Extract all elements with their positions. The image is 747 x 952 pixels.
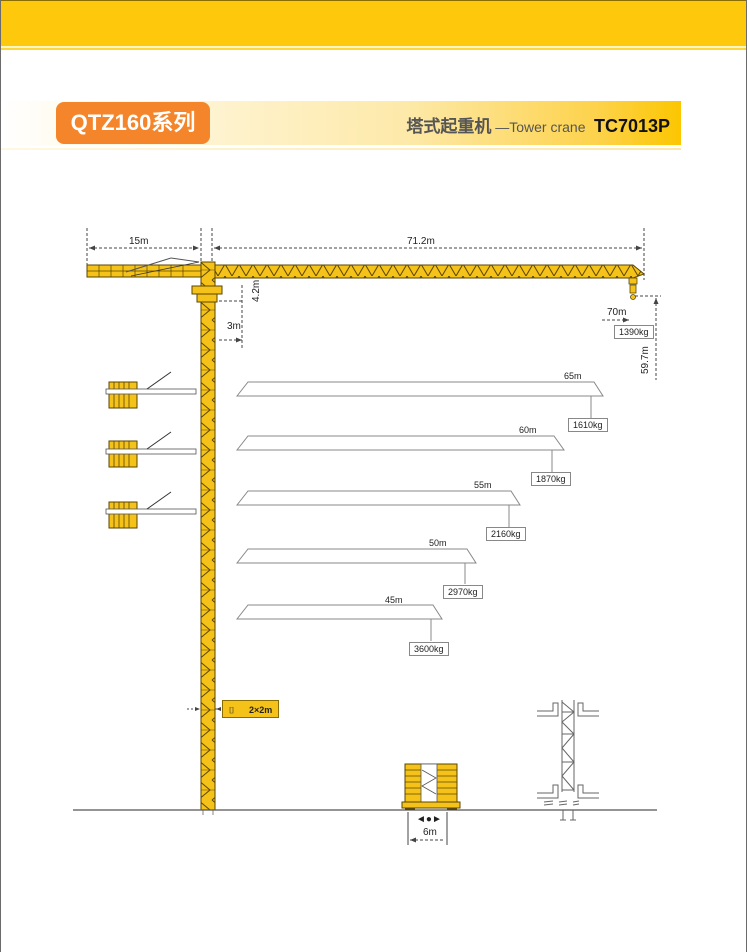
cab-offset-label: 3m [227, 321, 241, 332]
page-title: 塔式起重机 —Tower crane TC7013P [406, 112, 670, 140]
model-number: TC7013P [593, 116, 670, 136]
max-radius-load-label: 1390kg [614, 325, 654, 339]
counter-jib [86, 257, 203, 278]
max-radius-label: 70m [607, 307, 627, 318]
load-radius-label: 60m [519, 425, 537, 435]
load-capacity-label: 3600kg [409, 642, 449, 656]
dimension-lines [86, 228, 661, 380]
counter-jib-length-label: 15m [129, 236, 149, 247]
load-radius-label: 65m [564, 371, 582, 381]
load-capacity-label: 1870kg [531, 472, 571, 486]
load-capacity-label: 2160kg [486, 527, 526, 541]
slew-direction-icon: ◄●► [416, 814, 442, 825]
title-separator: — [491, 119, 510, 135]
load-radius-label: 50m [429, 538, 447, 548]
load-radius-label: 55m [474, 480, 492, 490]
mast-section-label: 2×2m [249, 705, 273, 715]
series-badge: QTZ160系列 [56, 102, 210, 144]
banner-stripe [1, 46, 746, 48]
load-chart-outlines [235, 381, 604, 641]
top-banner [1, 0, 746, 47]
title-english: Tower crane [509, 119, 586, 135]
title-underline [1, 148, 681, 150]
apex-height-label: 4.2m [251, 279, 262, 302]
tower-head [191, 261, 223, 303]
banner-stripe [1, 48, 746, 50]
hook-height-label: 59.7m [640, 346, 651, 374]
base-ballast [401, 763, 461, 810]
mast-detail [537, 700, 599, 821]
mast [200, 301, 216, 811]
load-radius-label: 45m [385, 595, 403, 605]
title-chinese: 塔式起重机 [406, 117, 492, 136]
jib [201, 264, 645, 300]
counterweight-illustrations [105, 371, 197, 529]
jib-length-label: 71.2m [407, 236, 435, 247]
mast-section-icon: ⌷ [229, 705, 235, 715]
mast-section-badge: ⌷ 2×2m [222, 700, 279, 718]
load-capacity-label: 1610kg [568, 418, 608, 432]
load-capacity-label: 2970kg [443, 585, 483, 599]
base-width-label: 6m [423, 827, 437, 838]
